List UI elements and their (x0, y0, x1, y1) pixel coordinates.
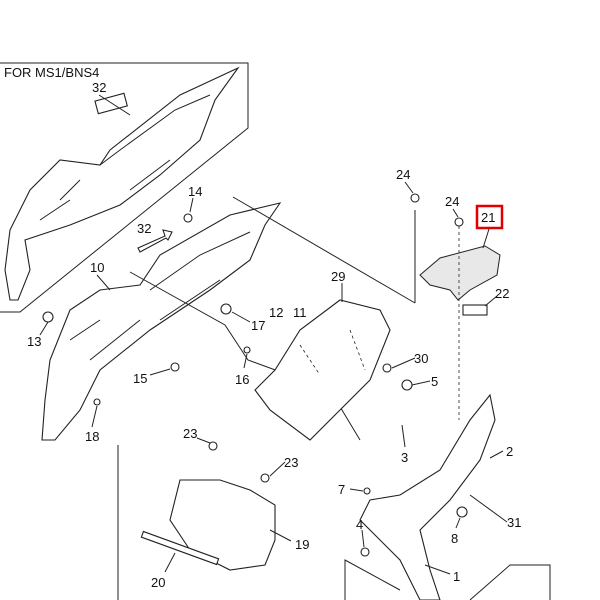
callout-3: 3 (401, 450, 408, 465)
variant-note: FOR MS1/BNS4 (4, 65, 99, 80)
callout-29: 29 (331, 269, 345, 284)
side-cover (41, 202, 282, 441)
inset-side-cover (4, 66, 240, 301)
center-cover (169, 479, 276, 571)
tail-cover (419, 245, 501, 301)
pad (462, 304, 488, 316)
callout-32: 32 (92, 80, 106, 95)
strip (140, 530, 220, 566)
callout-24: 24 (445, 194, 459, 209)
callout-16: 16 (235, 372, 249, 387)
callouts: 32 14 32 10 24 24 21 29 22 12 11 13 17 3… (27, 80, 521, 590)
lower-side-cover (359, 393, 496, 600)
callout-12: 12 (269, 305, 283, 320)
callout-7: 7 (338, 482, 345, 497)
arrow-indicator (137, 229, 173, 253)
inner-panel (254, 299, 391, 441)
callout-31: 31 (507, 515, 521, 530)
callout-17: 17 (251, 318, 265, 333)
callout-23: 23 (183, 426, 197, 441)
callout-14: 14 (188, 184, 202, 199)
callout-13: 13 (27, 334, 41, 349)
label-sticker (94, 92, 128, 115)
callout-8: 8 (451, 531, 458, 546)
callout-11: 11 (293, 305, 307, 320)
inset-frame (0, 62, 249, 313)
callout-21[interactable]: 21 (481, 210, 495, 225)
callout-19: 19 (295, 537, 309, 552)
callout-10: 10 (90, 260, 104, 275)
callout-15: 15 (133, 371, 147, 386)
callout-4: 4 (356, 517, 363, 532)
callout-30: 30 (414, 351, 428, 366)
callout-18: 18 (85, 429, 99, 444)
callout-24: 24 (396, 167, 410, 182)
callout-2: 2 (506, 444, 513, 459)
fasteners (42, 213, 468, 557)
callout-32: 32 (137, 221, 151, 236)
callout-20: 20 (151, 575, 165, 590)
callout-23: 23 (284, 455, 298, 470)
callout-22: 22 (495, 286, 509, 301)
highlight-box (475, 204, 504, 230)
callout-1: 1 (453, 569, 460, 584)
callout-5: 5 (431, 374, 438, 389)
